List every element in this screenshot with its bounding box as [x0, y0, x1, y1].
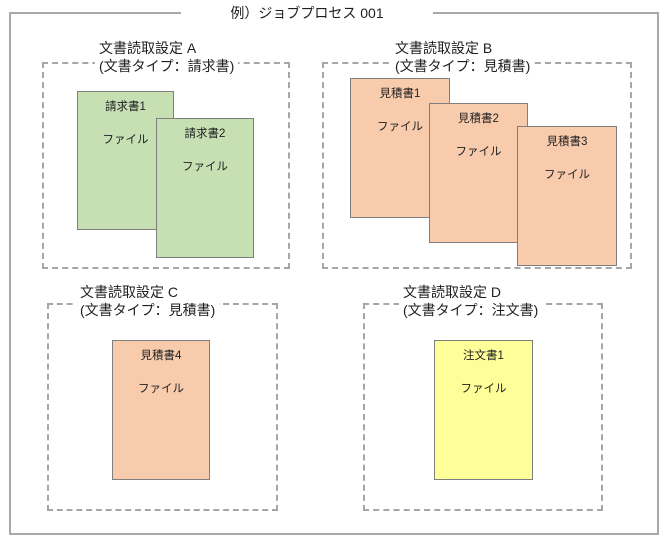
doc-quotation-3-file-label: ファイル — [544, 169, 590, 181]
doc-invoice-1-file-label: ファイル — [102, 134, 149, 146]
doc-order-1-name: 注文書1 — [463, 350, 504, 362]
section-a-label: 文書読取設定 A (文書タイプ：請求書) — [95, 39, 239, 75]
section-d-label: 文書読取設定 D (文書タイプ：注文書) — [399, 283, 543, 319]
diagram-title: 例）ジョブプロセス 001 — [181, 4, 433, 22]
doc-order-1: 注文書1 ファイル — [434, 340, 533, 480]
section-b-title: 文書読取設定 B — [395, 40, 493, 56]
doc-order-1-file-label: ファイル — [460, 383, 507, 395]
doc-quotation-1-file-label: ファイル — [377, 121, 423, 133]
doc-invoice-1-name: 請求書1 — [105, 101, 146, 113]
section-d-title: 文書読取設定 D — [403, 284, 501, 300]
section-c-doctype: (文書タイプ：見積書) — [80, 302, 216, 318]
doc-quotation-3-name: 見積書3 — [546, 136, 588, 148]
section-a-title: 文書読取設定 A — [99, 40, 197, 56]
doc-quotation-4-file-label: ファイル — [138, 383, 184, 395]
doc-quotation-2-file-label: ファイル — [455, 146, 502, 158]
doc-invoice-2-file-label: ファイル — [182, 161, 228, 173]
doc-quotation-4: 見積書4 ファイル — [112, 340, 210, 480]
doc-invoice-2-name: 請求書2 — [184, 128, 226, 140]
section-a-doctype: (文書タイプ：請求書) — [99, 58, 235, 74]
section-c-label: 文書読取設定 C (文書タイプ：見積書) — [76, 283, 220, 319]
section-b-doctype: (文書タイプ：見積書) — [395, 58, 531, 74]
doc-quotation-3: 見積書3 ファイル — [517, 126, 617, 266]
doc-quotation-2: 見積書2 ファイル — [429, 103, 528, 243]
doc-quotation-2-name: 見積書2 — [458, 113, 499, 125]
section-b-label: 文書読取設定 B (文書タイプ：見積書) — [391, 39, 535, 75]
section-c-title: 文書読取設定 C — [80, 284, 178, 300]
doc-invoice-2: 請求書2 ファイル — [156, 118, 254, 258]
doc-quotation-1-name: 見積書1 — [379, 88, 421, 100]
section-d-doctype: (文書タイプ：注文書) — [403, 302, 539, 318]
doc-quotation-4-name: 見積書4 — [140, 350, 182, 362]
